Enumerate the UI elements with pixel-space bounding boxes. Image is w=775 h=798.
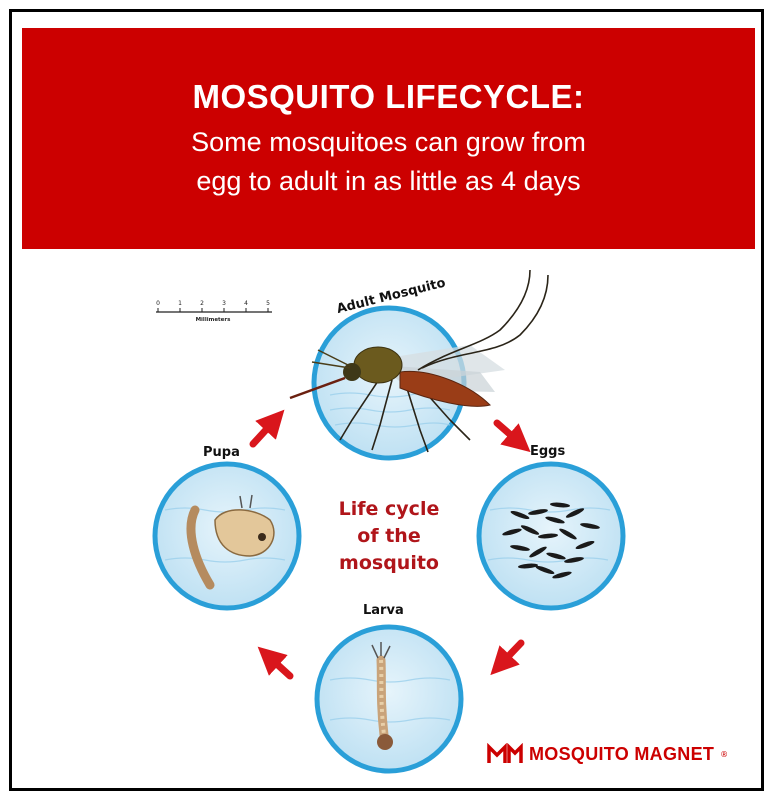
larva-stage [317,627,461,771]
brand-name: MOSQUITO MAGNET [529,744,714,765]
brand-registered-mark: ® [720,750,728,759]
scale-tick-4: 4 [244,300,248,307]
arrow-eggs-to-larva [500,643,521,665]
arrow-adult-to-eggs [497,423,520,443]
scale-unit-label: Millimeters [196,317,232,323]
brand-logo: MOSQUITO MAGNET ® [487,743,728,765]
scale-tick-1: 1 [178,300,182,307]
center-text-line-3: mosquito [339,552,439,574]
center-text-line-1: Life cycle [339,498,440,520]
center-text-line-2: of the [357,525,420,547]
arrow-pupa-to-adult [253,420,275,444]
arrow-larva-to-pupa [268,656,290,676]
mosquito-magnet-logo-icon [487,743,523,765]
eggs-stage [479,464,623,608]
scale-tick-3: 3 [222,300,226,307]
eggs-label: Eggs [530,444,565,459]
larva-label: Larva [363,603,404,618]
scale-tick-0: 0 [156,300,160,307]
scale-tick-5: 5 [266,300,270,307]
pupa-stage [155,464,299,608]
millimeter-scale: 0 1 2 3 4 5 Millimeters [156,300,272,323]
scale-tick-2: 2 [200,300,204,307]
pupa-label: Pupa [203,445,240,460]
